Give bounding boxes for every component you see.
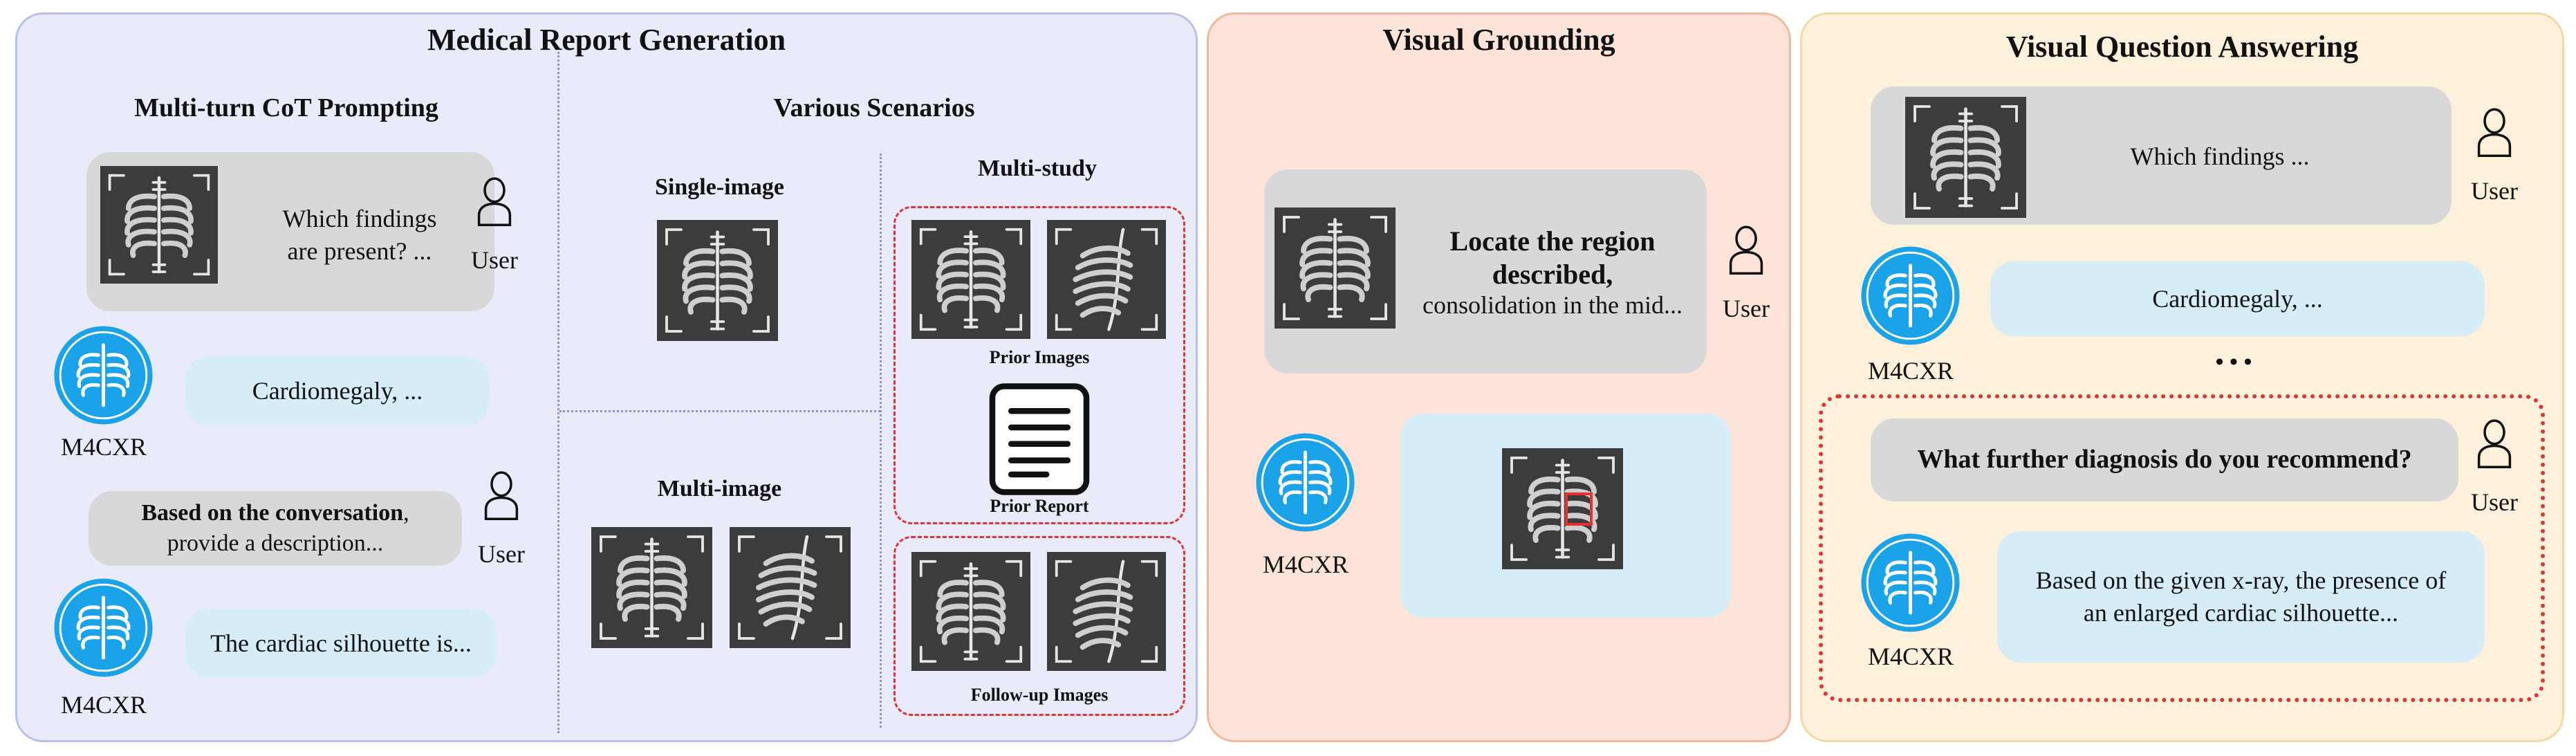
prior-image-frontal [911, 220, 1030, 339]
scenarios-divider-vertical [880, 154, 882, 728]
vg-title: Visual Grounding [1382, 23, 1615, 57]
cot-question-2-bubble: Based on the conversation, provide a des… [89, 491, 462, 566]
m4cxr-bot-icon [1860, 533, 1961, 633]
single-image-xray [657, 220, 778, 341]
vg-question-line-3: consolidation in the mid... [1423, 291, 1683, 319]
multi-study-label: Multi-study [978, 156, 1097, 181]
cot-answer-1-bubble: Cardiomegaly, ... [185, 356, 490, 425]
grounding-bounding-box [1565, 492, 1593, 526]
multi-image-xray-lateral [730, 527, 851, 648]
scenarios-divider-horizontal [559, 410, 880, 412]
cot-question-2-line-2: provide a description... [167, 531, 384, 556]
cot-question-2-bold: Based on the conversation [141, 499, 404, 526]
vqa-question-xray [1905, 97, 2026, 218]
vg-answer-xray [1502, 448, 1623, 569]
mrg-divider-vertical [557, 52, 559, 733]
cot-question-1-line-1: Which findings [282, 205, 437, 232]
vg-bot-label: M4CXR [1262, 551, 1349, 578]
m4cxr-bot-icon [53, 578, 154, 678]
vg-panel [1207, 12, 1791, 742]
vqa-ellipsis: • • • [2215, 349, 2252, 375]
vg-question-line-1: Locate the region [1449, 225, 1656, 257]
cot-bot-label-1: M4CXR [60, 433, 147, 461]
prior-image-lateral [1047, 220, 1166, 339]
cot-xray-image [100, 166, 218, 284]
cot-bot-label-2: M4CXR [60, 691, 147, 719]
cot-title: Multi-turn CoT Prompting [134, 93, 438, 122]
vqa-answer-2-line-1: Based on the given x-ray, the presence o… [2035, 566, 2447, 595]
vqa-answer-1-bubble: Cardiomegaly, ... [1990, 261, 2485, 336]
mrg-title: Medical Report Generation [427, 23, 786, 57]
vqa-user-label-1: User [2471, 177, 2518, 205]
scenarios-title: Various Scenarios [773, 93, 975, 122]
vqa-question-1-text: Which findings ... [2130, 142, 2310, 170]
prior-images-label: Prior Images [989, 347, 1090, 367]
prior-study-group [893, 206, 1185, 524]
vqa-user-label-2: User [2471, 488, 2518, 516]
vqa-answer-2-line-2: an enlarged cardiac silhouette... [2083, 599, 2399, 627]
vqa-answer-2-bubble: Based on the given x-ray, the presence o… [1997, 531, 2485, 663]
vqa-title: Visual Question Answering [2005, 30, 2359, 64]
vg-user-label: User [1723, 295, 1770, 322]
vqa-highlight-group [1819, 394, 2545, 702]
multi-image-label: Multi-image [657, 476, 782, 501]
cot-user-label-1: User [471, 246, 518, 274]
cot-answer-2-bubble: The cardiac silhouette is... [185, 609, 497, 678]
vqa-question-2-bubble: What further diagnosis do you recommend? [1871, 418, 2458, 501]
follow-up-images-label: Follow-up Images [970, 685, 1109, 705]
cot-user-label-2: User [478, 540, 525, 568]
vg-question-xray [1275, 208, 1396, 329]
cot-question-2-comma: , [403, 499, 409, 526]
multi-image-xray-frontal [591, 527, 712, 648]
vqa-bot-label-2: M4CXR [1867, 643, 1954, 670]
user-icon [2470, 412, 2519, 475]
follow-up-image-lateral [1047, 552, 1166, 671]
prior-report-label: Prior Report [990, 496, 1089, 516]
prior-report-document-icon [981, 380, 1098, 498]
m4cxr-bot-icon [1860, 246, 1961, 346]
vg-question-line-2: described, [1492, 259, 1613, 290]
user-icon [477, 463, 526, 527]
m4cxr-bot-icon [53, 325, 154, 425]
follow-up-image-frontal [911, 552, 1030, 671]
m4cxr-bot-icon [1255, 432, 1355, 533]
user-icon [1722, 218, 1770, 282]
vqa-bot-label-1: M4CXR [1867, 357, 1954, 385]
user-icon [470, 169, 519, 233]
user-icon [2470, 100, 2519, 164]
follow-up-study-group [893, 536, 1185, 716]
single-image-label: Single-image [655, 174, 784, 200]
cot-question-1-line-2: are present? ... [287, 237, 432, 265]
